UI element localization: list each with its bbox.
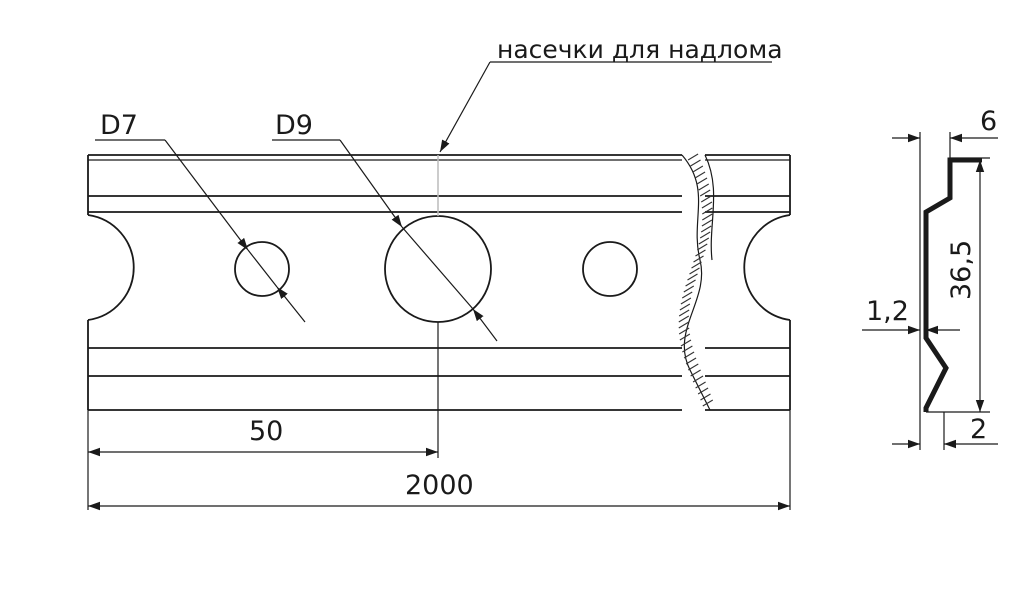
hatch-stroke [693, 255, 704, 263]
dim-36-5-text: 36,5 [946, 240, 977, 300]
dim-2000-text: 2000 [405, 470, 474, 501]
hatch-stroke [687, 363, 699, 371]
hatch-stroke [691, 261, 702, 269]
hatch-stroke [694, 171, 706, 179]
hatch-stroke [690, 159, 701, 167]
hatch-stroke [702, 399, 714, 407]
hatch-stroke [678, 321, 690, 329]
left-end-cutout [87, 214, 135, 321]
d9-annotation: D9 [272, 110, 498, 342]
break-hatching [678, 153, 715, 411]
dim-6: 6 [892, 106, 998, 143]
hatch-stroke [678, 327, 690, 335]
hole-d7-right [582, 241, 638, 297]
hatch-stroke [687, 273, 698, 281]
d7-annotation: D7 [95, 110, 306, 323]
side-profile-view [919, 132, 990, 450]
hatch-stroke [702, 213, 713, 221]
dim-50-text: 50 [249, 416, 283, 447]
hatch-stroke [700, 393, 711, 401]
hatch-stroke [687, 153, 699, 161]
hatch-stroke [696, 243, 708, 251]
hatch-stroke [697, 387, 709, 395]
hatch-stroke [698, 183, 710, 191]
hatch-stroke [689, 267, 700, 275]
hatch-stroke [701, 201, 713, 209]
hatch-stroke [701, 219, 713, 227]
profile-section [923, 157, 982, 412]
hatch-stroke [692, 375, 704, 383]
hatch-stroke [685, 357, 697, 365]
hatch-stroke [695, 249, 706, 257]
hatch-stroke [678, 309, 690, 317]
hatch-stroke [679, 333, 691, 341]
dim-1-2: 1,2 [862, 296, 960, 335]
notch-annotation: насечки для надлома [439, 35, 783, 153]
dim-36-5: 36,5 [946, 160, 985, 412]
dim-2000: 2000 [88, 410, 791, 511]
dim-2: 2 [892, 414, 998, 449]
hole-d7 [234, 241, 290, 297]
hatch-stroke [700, 225, 712, 233]
dim-2-text: 2 [970, 414, 987, 445]
hatch-stroke [679, 303, 691, 311]
rail-front-view [87, 153, 791, 411]
hatch-stroke [683, 285, 695, 293]
hatch-stroke [692, 165, 704, 173]
hatch-stroke [678, 315, 690, 323]
d9-label: D9 [275, 110, 313, 141]
d7-label: D7 [100, 110, 138, 141]
notch-note-text: насечки для надлома [497, 35, 783, 64]
hatch-stroke [700, 195, 712, 203]
hatch-stroke [683, 351, 695, 359]
hatch-stroke [699, 231, 711, 239]
rail-profile-lines [87, 154, 791, 411]
dim-6-text: 6 [980, 106, 997, 137]
dim-50: 50 [87, 322, 439, 510]
hatch-stroke [682, 345, 693, 353]
hatch-stroke [695, 381, 706, 389]
hatch-stroke [690, 369, 701, 377]
hatch-stroke [680, 339, 692, 347]
hatch-stroke [685, 279, 696, 287]
hatch-stroke [681, 291, 693, 299]
hatch-stroke [680, 297, 692, 305]
dim-1-2-text: 1,2 [866, 296, 909, 327]
right-end-cutout [743, 214, 791, 321]
hatch-stroke [702, 207, 713, 215]
hatch-stroke [699, 189, 711, 197]
hatch-stroke [696, 177, 708, 185]
hatch-stroke [698, 237, 710, 245]
